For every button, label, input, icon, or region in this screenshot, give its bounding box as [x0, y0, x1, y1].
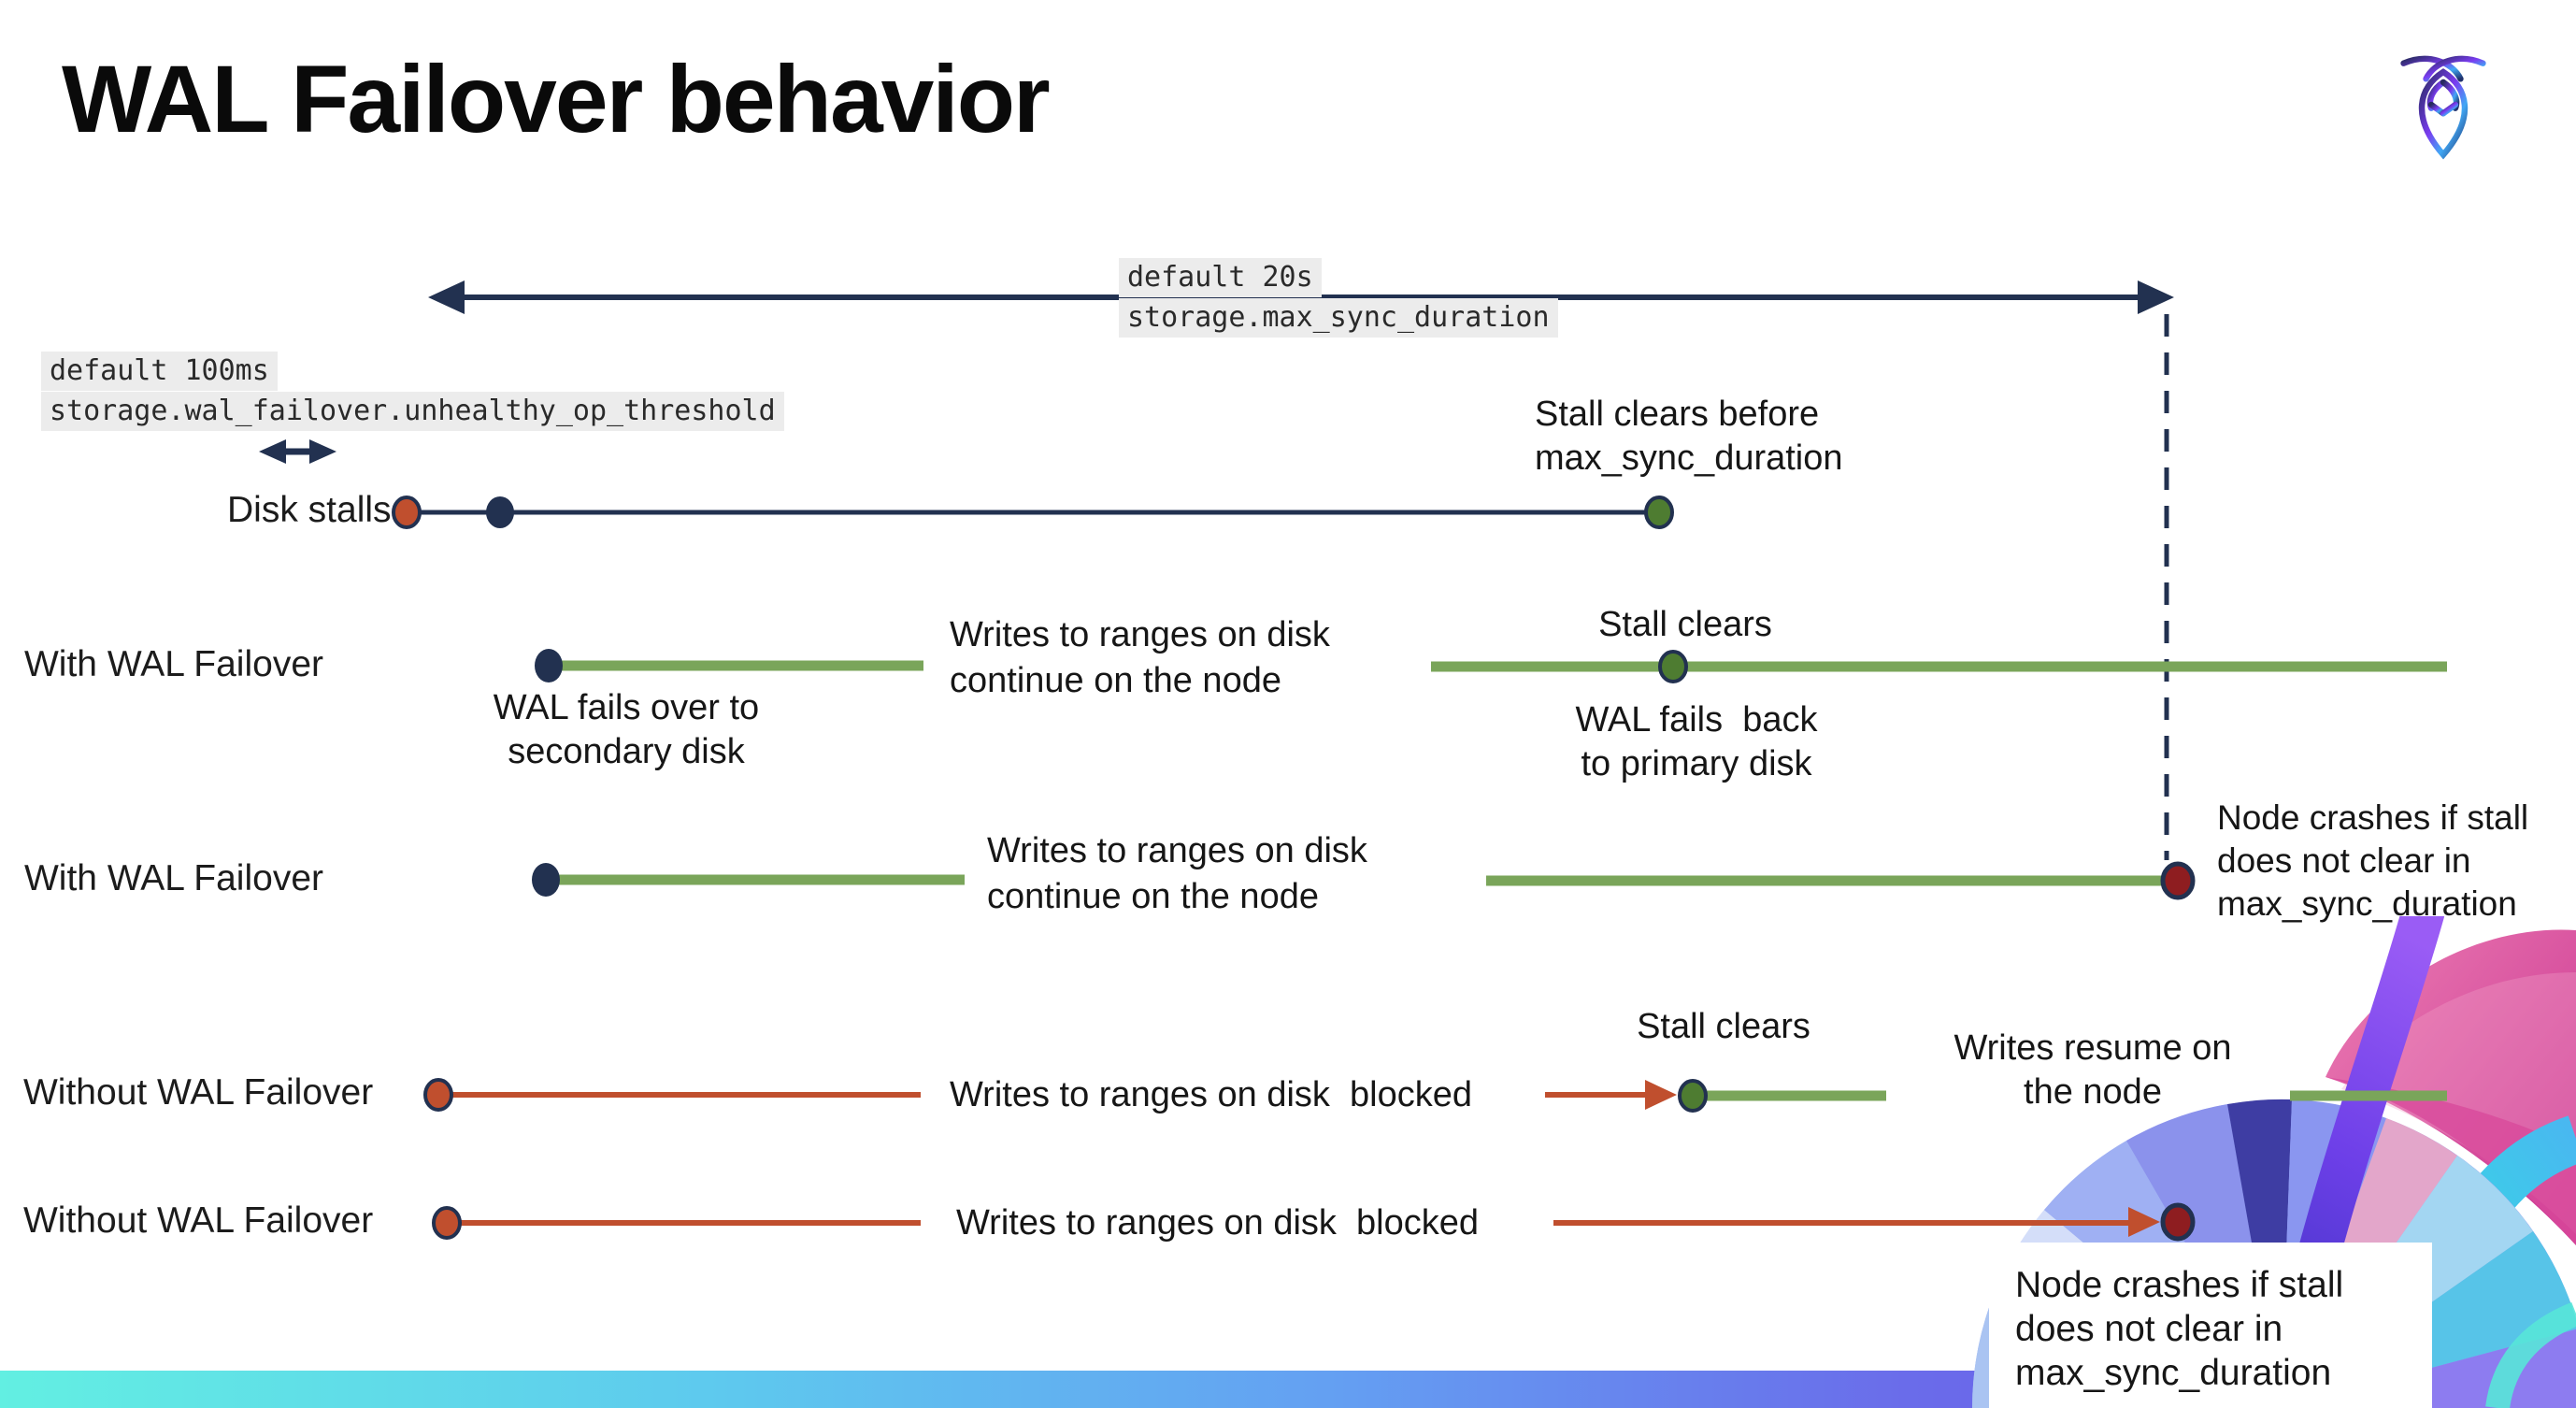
note-stall-clears-2: Stall clears	[1637, 1007, 1810, 1046]
timeline-with-failover-clears	[535, 649, 2447, 683]
timeline-without-failover-crash	[432, 1202, 2196, 1242]
timeline-disk-stalls	[392, 496, 1674, 529]
teal-inner-arc	[2485, 1301, 2576, 1408]
disk-stall-start-dot	[392, 496, 422, 529]
failback-dot	[1658, 650, 1688, 683]
stall-clears-dot	[1644, 496, 1674, 529]
note-writes-blocked-1: Writes to ranges on disk blocked	[950, 1075, 1473, 1114]
threshold-arrow	[259, 439, 336, 464]
note-fails-over: WAL fails over to secondary disk	[493, 688, 760, 771]
threshold-default-label: default 100ms	[41, 352, 278, 391]
threshold-setting-label: storage.wal_failover.unhealthy_op_thresh…	[41, 392, 784, 431]
max-sync-default-label: default 20s	[1119, 258, 1322, 297]
stall-start-dot-2	[432, 1206, 462, 1240]
threshold-reached-dot	[486, 496, 514, 528]
node-crash-dot	[2160, 861, 2196, 900]
note-writes-continue-2: Writes to ranges on disk continue on the…	[987, 831, 1367, 916]
stall-clears-dot-2	[1678, 1079, 1708, 1113]
row-label-disk-stalls: Disk stalls	[227, 490, 392, 530]
stall-start-dot	[423, 1078, 453, 1112]
timeline-without-failover-clears	[423, 1078, 2447, 1113]
note-fails-back: WAL fails back to primary disk	[1575, 700, 1818, 783]
max-sync-duration-arrow	[428, 280, 2174, 314]
timeline-with-failover-crash	[532, 861, 2196, 900]
cockroachdb-logo-icon	[2400, 55, 2486, 160]
note-node-crashes-1: Node crashes if stall does not clear in …	[2217, 798, 2529, 923]
row-label-with-failover-2: With WAL Failover	[24, 858, 323, 898]
note-writes-blocked-2: Writes to ranges on disk blocked	[956, 1203, 1480, 1243]
note-node-crashes-2: Node crashes if stall does not clear in …	[2015, 1265, 2344, 1393]
crash-note-box: Node crashes if stall does not clear in …	[1989, 1243, 2432, 1408]
row-label-with-failover-1: With WAL Failover	[24, 644, 323, 684]
node-crash-dot-2	[2160, 1202, 2196, 1242]
row-label-without-failover-1: Without WAL Failover	[23, 1072, 374, 1113]
failover-dot-2	[532, 863, 560, 897]
note-stall-clears-before: Stall clears before max_sync_duration	[1535, 395, 1843, 478]
max-sync-setting-label: storage.max_sync_duration	[1119, 298, 1558, 338]
note-stall-clears-1: Stall clears	[1598, 605, 1772, 644]
note-writes-continue-1: Writes to ranges on disk continue on the…	[950, 615, 1330, 700]
page-title: WAL Failover behavior	[62, 46, 1051, 152]
row-label-without-failover-2: Without WAL Failover	[23, 1200, 374, 1241]
failover-dot	[535, 649, 563, 682]
note-writes-resume: Writes resume on the node	[1953, 1028, 2232, 1112]
